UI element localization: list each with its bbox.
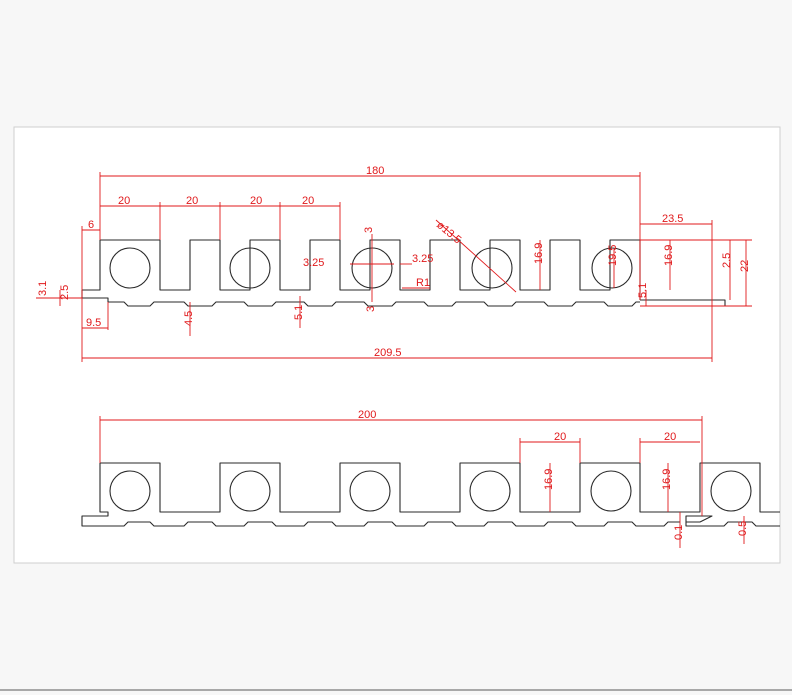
bottom-dimensions: 200 20 20 16.9 16.9 0.1 0.5 (99, 409, 749, 548)
top-hole-2 (229, 247, 271, 289)
dim-thickness-2-5: 2.5 (721, 253, 733, 268)
dim-wall-3: 3 (363, 227, 375, 233)
bottom-hole-3 (349, 470, 391, 512)
dim-groove-5-1: 5.1 (293, 305, 305, 320)
dim-180: 180 (366, 165, 384, 177)
dim-pitch-3: 20 (250, 195, 262, 207)
top-hole-1 (109, 247, 151, 289)
dim-lip-9-5: 9.5 (86, 317, 101, 329)
top-dimensions: 180 20 20 20 20 6 3 3.25 3.25 ø13.5 R1 1… (36, 165, 752, 362)
dim-gap-0-1: 0.1 (673, 525, 685, 540)
bottom-hole-2 (229, 470, 271, 512)
top-hole-4 (471, 247, 513, 289)
dim-bottom-height-b: 16.9 (661, 469, 673, 490)
dim-edge-6: 6 (88, 219, 94, 231)
dim-total-length: 209.5 (374, 347, 402, 359)
bottom-hole-6 (710, 470, 752, 512)
dim-bottom-pitch-b: 20 (664, 431, 676, 443)
dim-lip-2-5: 2.5 (59, 285, 71, 300)
top-profile-outline (81, 239, 726, 307)
dim-radius: R1 (416, 277, 430, 289)
dim-groove-3: 3 (365, 306, 377, 312)
dim-cell-height-a: 16.9 (533, 243, 545, 264)
drawing-sheet (13, 126, 781, 564)
dim-bottom-height-a: 16.9 (543, 469, 555, 490)
bottom-profile-outline (81, 462, 780, 527)
dim-lip-3-1: 3.1 (37, 281, 49, 296)
bottom-hole-1 (109, 470, 151, 512)
dim-total-height: 22 (739, 260, 751, 272)
dim-pitch-2: 20 (186, 195, 198, 207)
dim-right-3-25: 3.25 (412, 253, 433, 265)
dim-hole-height: 19.5 (607, 245, 619, 266)
bottom-profile (81, 462, 780, 527)
dim-cell-height-b: 16.9 (663, 245, 675, 266)
dim-left-3-25: 3.25 (303, 257, 324, 269)
dim-pitch-1: 20 (118, 195, 130, 207)
dim-pitch-4: 20 (302, 195, 314, 207)
bottom-hole-5 (590, 470, 632, 512)
top-hole-5 (591, 247, 633, 289)
dim-bottom-pitch-a: 20 (554, 431, 566, 443)
bottom-hole-4 (469, 470, 511, 512)
dim-end-5-1: 5.1 (637, 283, 649, 298)
dim-groove-4-5: 4.5 (183, 311, 195, 326)
dim-gap-0-5: 0.5 (737, 521, 749, 536)
dim-bottom-200: 200 (358, 409, 376, 421)
dim-end-width: 23.5 (662, 213, 683, 225)
